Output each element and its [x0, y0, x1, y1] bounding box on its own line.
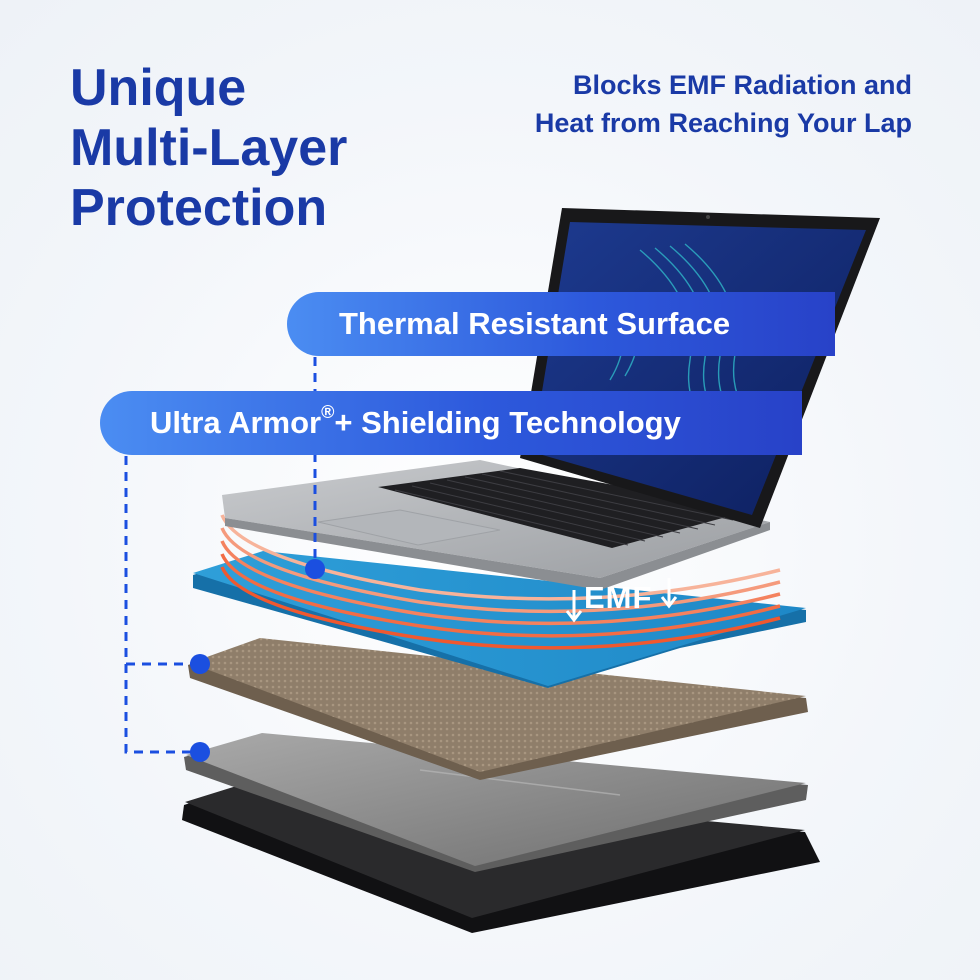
- headline-line-2: Multi-Layer: [70, 119, 348, 177]
- mesh-connector: [124, 456, 200, 666]
- heat-waves: [220, 514, 781, 650]
- emf-label: EMF: [584, 580, 653, 615]
- headline-line-3: Protection: [70, 179, 328, 237]
- keyboard: [378, 468, 752, 548]
- down-arrow-icon: [565, 590, 583, 623]
- headline: Unique Multi-Layer Protection: [70, 58, 347, 238]
- trackpad[interactable]: [317, 509, 501, 546]
- laptop-base: [222, 460, 770, 590]
- foil-marker-dot: [190, 742, 210, 762]
- foil-connector: [124, 664, 200, 754]
- thermal-layer-text: Thermal Resistant Surface: [339, 306, 731, 341]
- thermal-layer-label: Thermal Resistant Surface: [287, 292, 835, 356]
- subheadline-line-1: Blocks EMF Radiation and: [572, 70, 912, 100]
- subheadline: Blocks EMF Radiation and Heat from Reach…: [535, 66, 912, 142]
- armor-layer-label: Ultra Armor®+ Shielding Technology: [100, 391, 802, 455]
- mesh-layer: [188, 638, 808, 780]
- headline-line-1: Unique: [70, 59, 247, 117]
- registered-mark: ®: [321, 401, 335, 422]
- foil-layer: [184, 733, 808, 872]
- mesh-marker-dot: [190, 654, 210, 674]
- webcam: [706, 215, 710, 219]
- subheadline-line-2: Heat from Reaching Your Lap: [534, 108, 912, 138]
- down-arrow-icon: [660, 578, 678, 609]
- foil-crease: [419, 769, 621, 796]
- armor-layer-text-rest: + Shielding Technology: [334, 405, 681, 440]
- thermal-marker-dot: [305, 559, 325, 579]
- armor-layer-text-main: Ultra Armor: [150, 405, 322, 440]
